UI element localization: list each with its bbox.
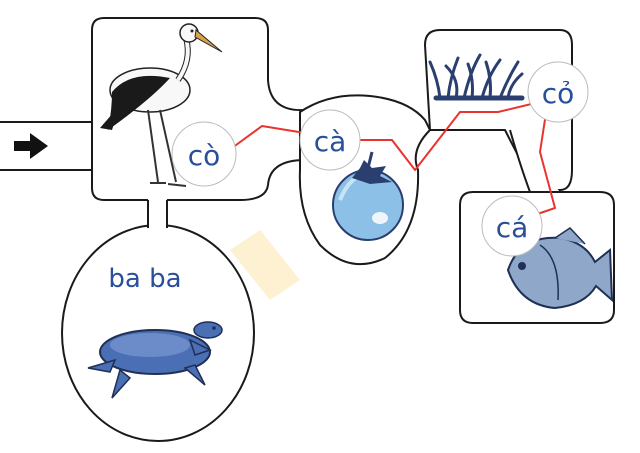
answer-path [231,99,556,221]
word-bubble-co-hoi: cỏ [527,61,589,123]
grass-icon [428,53,525,101]
arrow-right-icon [14,133,48,159]
word-ca-sac: cá [496,211,529,244]
word-bubble-co-huyen: cò [171,121,237,187]
word-ca-huyen: cà [314,125,347,158]
fish-icon [506,227,614,310]
word-co-hoi: cỏ [542,77,575,110]
stork-icon [100,23,223,187]
word-ba-ba: ba ba [108,264,181,294]
eggplant-icon [332,151,404,241]
word-bubble-ca-sac: cá [481,195,543,257]
turtle-icon [87,321,223,399]
word-co-huyen: cò [188,139,221,172]
word-bubble-ca-huyen: cà [299,109,361,171]
